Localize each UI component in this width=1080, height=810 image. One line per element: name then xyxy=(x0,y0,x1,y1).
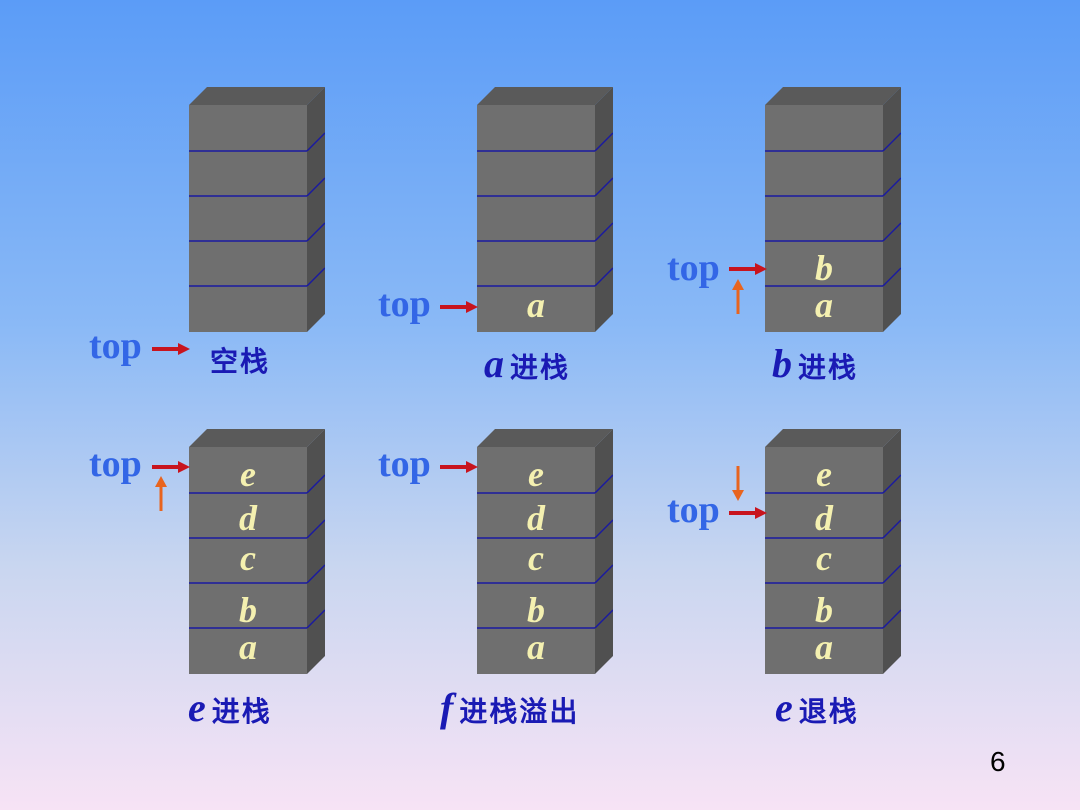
stack-element: a xyxy=(527,285,545,325)
stack-element: d xyxy=(527,498,545,538)
stack-element: c xyxy=(816,538,832,578)
stack-element: e xyxy=(528,454,544,494)
top-label: top xyxy=(378,443,431,485)
stack-element: b xyxy=(815,590,833,630)
move-down-arrow xyxy=(732,466,744,501)
stack-element: a xyxy=(239,627,257,667)
stack-block-graphic xyxy=(189,87,325,332)
move-up-arrow xyxy=(732,279,744,314)
stack-push-a: a xyxy=(477,87,613,332)
caption-text: 进栈 xyxy=(211,695,272,728)
caption-variable: f xyxy=(440,685,454,730)
stack-block-graphic xyxy=(477,429,613,674)
top-label: top xyxy=(667,247,720,289)
stack-element: e xyxy=(816,454,832,494)
stack-element: b xyxy=(527,590,545,630)
caption-text: 空栈 xyxy=(210,345,271,378)
stack-element: c xyxy=(528,538,544,578)
stack-element: c xyxy=(240,538,256,578)
stack-element: d xyxy=(815,498,833,538)
top-label: top xyxy=(378,283,431,325)
top-pointer-arrow xyxy=(440,461,478,473)
top-label: top xyxy=(89,443,142,485)
top-label: top xyxy=(89,325,142,367)
move-up-arrow xyxy=(155,476,167,511)
stack-block-graphic xyxy=(765,87,901,332)
stack-block-graphic xyxy=(477,87,613,332)
stack-element: a xyxy=(527,627,545,667)
stack-element: b xyxy=(815,248,833,288)
top-label: top xyxy=(667,489,720,531)
page-number: 6 xyxy=(990,746,1006,777)
caption-empty-stack: 空栈 xyxy=(210,340,270,380)
stack-push-e: a b c d e xyxy=(189,429,325,674)
caption-variable: a xyxy=(484,341,504,386)
stack-element: a xyxy=(815,285,833,325)
caption-variable: b xyxy=(772,341,792,386)
stack-element: e xyxy=(240,454,256,494)
top-pointer-arrow xyxy=(440,301,478,313)
stack-block-graphic xyxy=(189,429,325,674)
caption-text: 退栈 xyxy=(798,695,859,728)
top-pointer-arrow xyxy=(729,263,767,275)
top-pointer-arrow xyxy=(729,507,767,519)
stack-element: a xyxy=(815,627,833,667)
stack-pop-e: a b c d e xyxy=(765,429,901,674)
stack-element: d xyxy=(239,498,257,538)
top-pointer-arrow xyxy=(152,343,190,355)
stack-empty xyxy=(189,87,325,332)
caption-text: 进栈 xyxy=(510,351,571,384)
stack-push-f-overflow: a b c d e xyxy=(477,429,613,674)
stack-block-graphic xyxy=(765,429,901,674)
caption-text: 进栈溢出 xyxy=(459,695,580,728)
stack-push-b: a b xyxy=(765,87,901,332)
caption-text: 进栈 xyxy=(798,351,859,384)
stack-element: b xyxy=(239,590,257,630)
caption-variable: e xyxy=(188,685,206,730)
top-pointer-arrow xyxy=(152,461,190,473)
caption-variable: e xyxy=(775,685,793,730)
